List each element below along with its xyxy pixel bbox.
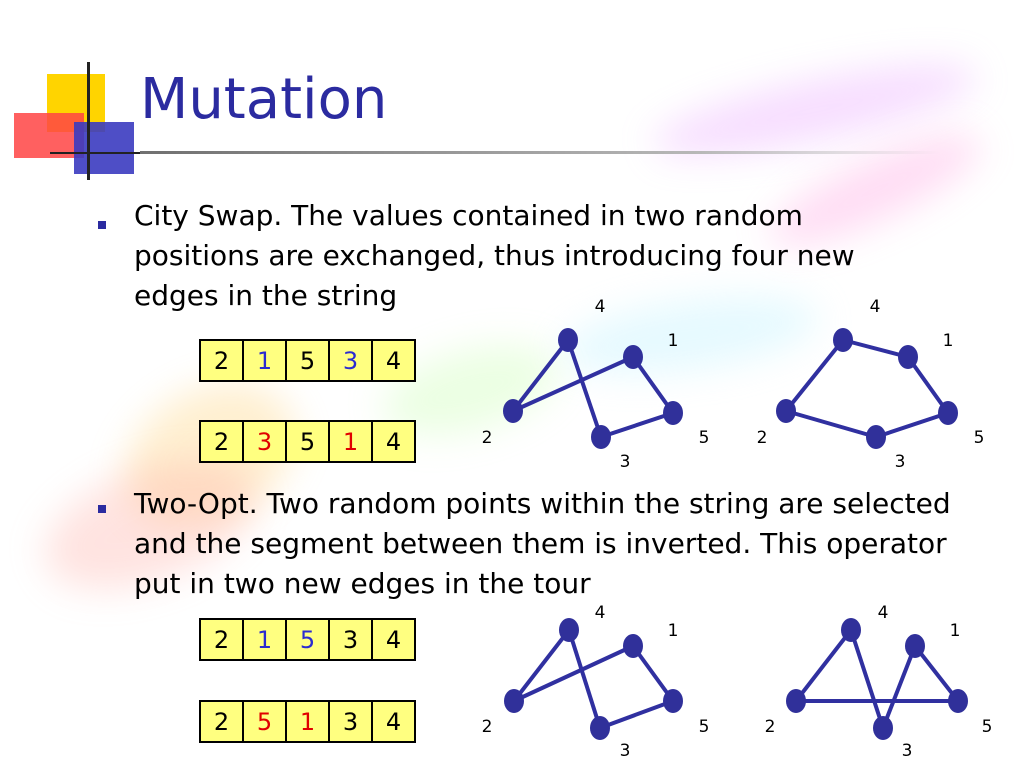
city-label: 2 [482,717,493,737]
string-cell: 4 [371,420,416,463]
city-node [786,689,806,713]
city-node [591,425,611,449]
tour-edge [785,409,877,439]
city-label: 1 [668,331,679,351]
tour-edge [512,355,634,413]
tour-edge [906,355,950,415]
string-cell: 4 [371,339,416,382]
bullet-marker [98,505,106,513]
city-node [948,689,968,713]
string-cell: 2 [199,339,244,382]
tour-edge [567,629,602,729]
title-decoration-line [50,152,140,154]
title-decoration-line [87,62,90,180]
city-label: 4 [595,297,606,317]
city-label: 4 [870,297,881,317]
tour-edge [631,644,675,703]
city-label: 2 [482,428,493,448]
bullet-marker [98,221,106,229]
city-node [873,716,893,740]
tour-edge [784,338,845,413]
city-node [623,634,643,658]
city-node [776,399,796,423]
bullet-text-two-opt: Two-Opt. Two random points within the st… [134,487,951,600]
city-label: 5 [699,428,710,448]
city-node [504,689,524,713]
city-node [833,328,853,352]
tour-graph-swap-after: 4 1 2 5 3 [757,297,985,472]
city-node [590,716,610,740]
city-label: 1 [943,331,954,351]
tour-edge [511,338,570,413]
title-decoration-square [74,122,134,174]
tour-edge [600,411,674,439]
tour-edge [842,338,909,359]
string-cell: 3 [242,420,287,463]
city-label: 3 [895,452,906,472]
string-cell: 2 [199,618,244,661]
city-label: 2 [757,428,768,448]
city-label: 1 [668,621,679,641]
string-cell: 1 [242,339,287,382]
city-label: 1 [950,621,961,641]
tour-graph-swap-before: 4 1 2 5 3 [482,297,710,472]
city-label: 5 [982,717,993,737]
city-node [905,634,925,658]
tour-graph-twoopt-after: 4 1 2 5 3 [765,603,993,761]
string-cell: 3 [328,700,373,743]
city-node [663,689,683,713]
string-cell: 5 [285,339,330,382]
tour-edge [849,629,885,729]
string-cell: 1 [285,700,330,743]
city-node [898,345,918,369]
city-node [938,401,958,425]
bullet-text-city-swap: City Swap. The values contained in two r… [134,199,855,312]
string-cell: 3 [328,339,373,382]
string-cell: 5 [285,618,330,661]
city-node [558,328,578,352]
city-node [841,618,861,642]
tour-edge [631,355,675,415]
slide-title: Mutation [140,67,388,132]
city-label: 3 [620,452,631,472]
string-cell: 4 [371,618,416,661]
city-node [623,345,643,369]
city-label: 5 [699,717,710,737]
tour-edge [794,628,853,703]
tour-edge [875,411,949,439]
city-label: 3 [620,741,631,761]
tour-edge [512,628,571,703]
city-node [559,618,579,642]
string-cell: 5 [285,420,330,463]
tour-edge [599,699,674,730]
string-cell: 1 [328,420,373,463]
string-cell: 3 [328,618,373,661]
string-cell: 2 [199,420,244,463]
string-cell: 4 [371,700,416,743]
city-label: 4 [595,603,606,623]
city-node [503,399,523,423]
city-label: 2 [765,717,776,737]
city-node [663,401,683,425]
string-cell: 5 [242,700,287,743]
city-node [866,425,886,449]
title-decoration-square [14,113,84,158]
city-label: 5 [974,428,985,448]
string-cell: 2 [199,700,244,743]
title-underline [140,151,940,154]
string-cell: 1 [242,618,287,661]
tour-edge [913,644,960,703]
city-label: 4 [878,603,889,623]
tour-edge [566,339,603,438]
tour-graph-twoopt-before: 4 1 2 5 3 [482,603,710,761]
city-label: 3 [902,741,913,761]
tour-edge [881,645,917,729]
tour-edge [513,644,634,703]
